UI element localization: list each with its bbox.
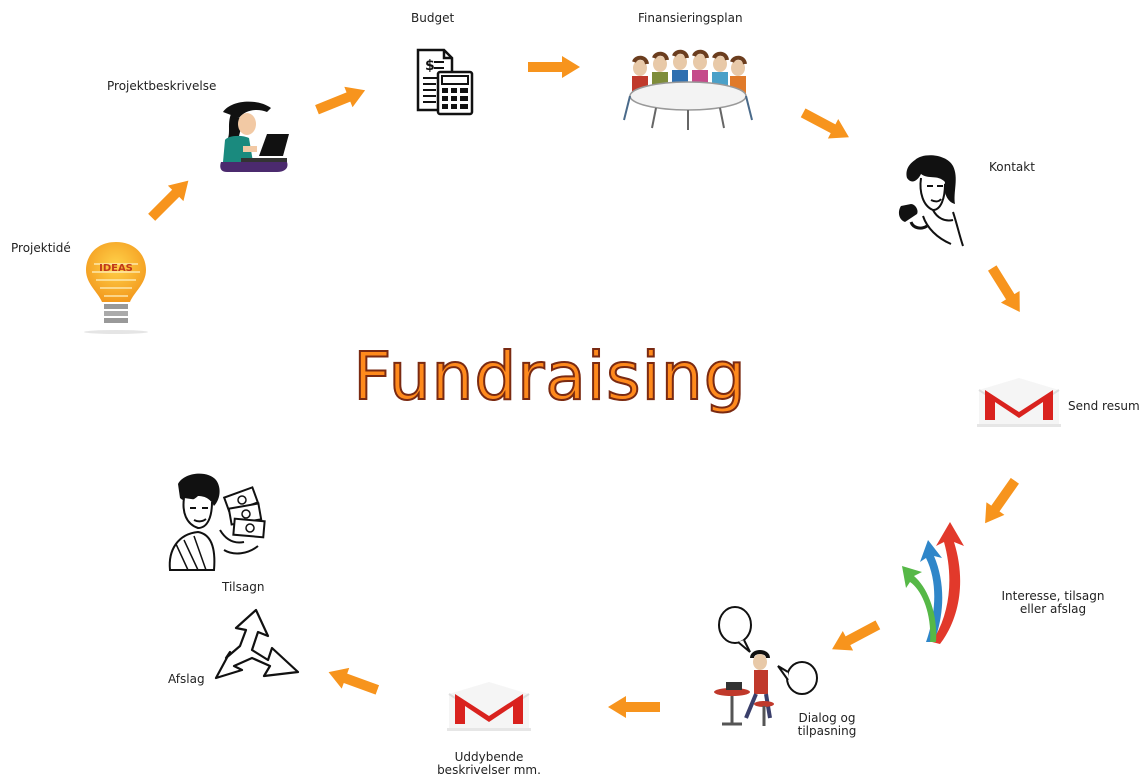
flow-arrow-8 bbox=[608, 696, 660, 718]
label-projektbeskrivelse: Projektbeskrivelse bbox=[107, 79, 217, 93]
lightbulb-icon: IDEAS bbox=[84, 242, 148, 334]
meeting-table-icon bbox=[623, 49, 753, 130]
svg-text:$: $ bbox=[425, 58, 435, 74]
flow-arrow-6 bbox=[976, 474, 1024, 529]
flow-arrow-1 bbox=[144, 173, 196, 225]
diagram-title: Fundraising bbox=[352, 337, 747, 416]
woman-laptop-icon bbox=[220, 101, 289, 172]
label-dialog-line1: Dialog og bbox=[798, 711, 856, 725]
gmail-icon-2 bbox=[447, 682, 531, 731]
split-arrow-icon bbox=[214, 608, 300, 680]
label-afslag: Afslag bbox=[168, 672, 205, 686]
flow-arrow-7 bbox=[827, 615, 883, 659]
speech-bubble-person-icon bbox=[714, 606, 818, 726]
flow-arrow-3 bbox=[528, 56, 580, 78]
woman-money-icon bbox=[168, 473, 266, 571]
label-send-resume: Send resumé bbox=[1068, 399, 1139, 413]
label-interesse-line1: Interesse, tilsagn bbox=[1001, 589, 1105, 603]
label-uddybende: Uddybende beskrivelser mm. bbox=[434, 751, 544, 777]
label-tilsagn: Tilsagn bbox=[222, 580, 265, 594]
label-interesse: Interesse, tilsagn eller afslag bbox=[996, 590, 1110, 616]
flow-arrow-2 bbox=[313, 80, 369, 120]
label-dialog: Dialog og tilpasning bbox=[794, 712, 860, 738]
three-arrows-icon bbox=[902, 522, 964, 644]
label-uddybende-line1: Uddybende bbox=[454, 750, 524, 764]
flow-arrow-5 bbox=[983, 262, 1029, 318]
label-finansieringsplan: Finansieringsplan bbox=[638, 11, 743, 25]
flow-arrow-4 bbox=[798, 103, 854, 147]
label-dialog-line2: tilpasning bbox=[797, 724, 857, 738]
label-interesse-line2: eller afslag bbox=[1019, 602, 1087, 616]
flow-arrow-9 bbox=[325, 662, 381, 700]
gmail-icon bbox=[977, 378, 1061, 427]
telephone-woman-icon bbox=[898, 155, 964, 247]
label-budget: Budget bbox=[411, 11, 455, 25]
label-uddybende-line2: beskrivelser mm. bbox=[437, 763, 541, 777]
label-projektide: Projektidé bbox=[11, 241, 71, 255]
lightbulb-word: IDEAS bbox=[99, 263, 133, 274]
calculator-document-icon: $ bbox=[416, 48, 474, 116]
label-kontakt: Kontakt bbox=[989, 160, 1035, 174]
